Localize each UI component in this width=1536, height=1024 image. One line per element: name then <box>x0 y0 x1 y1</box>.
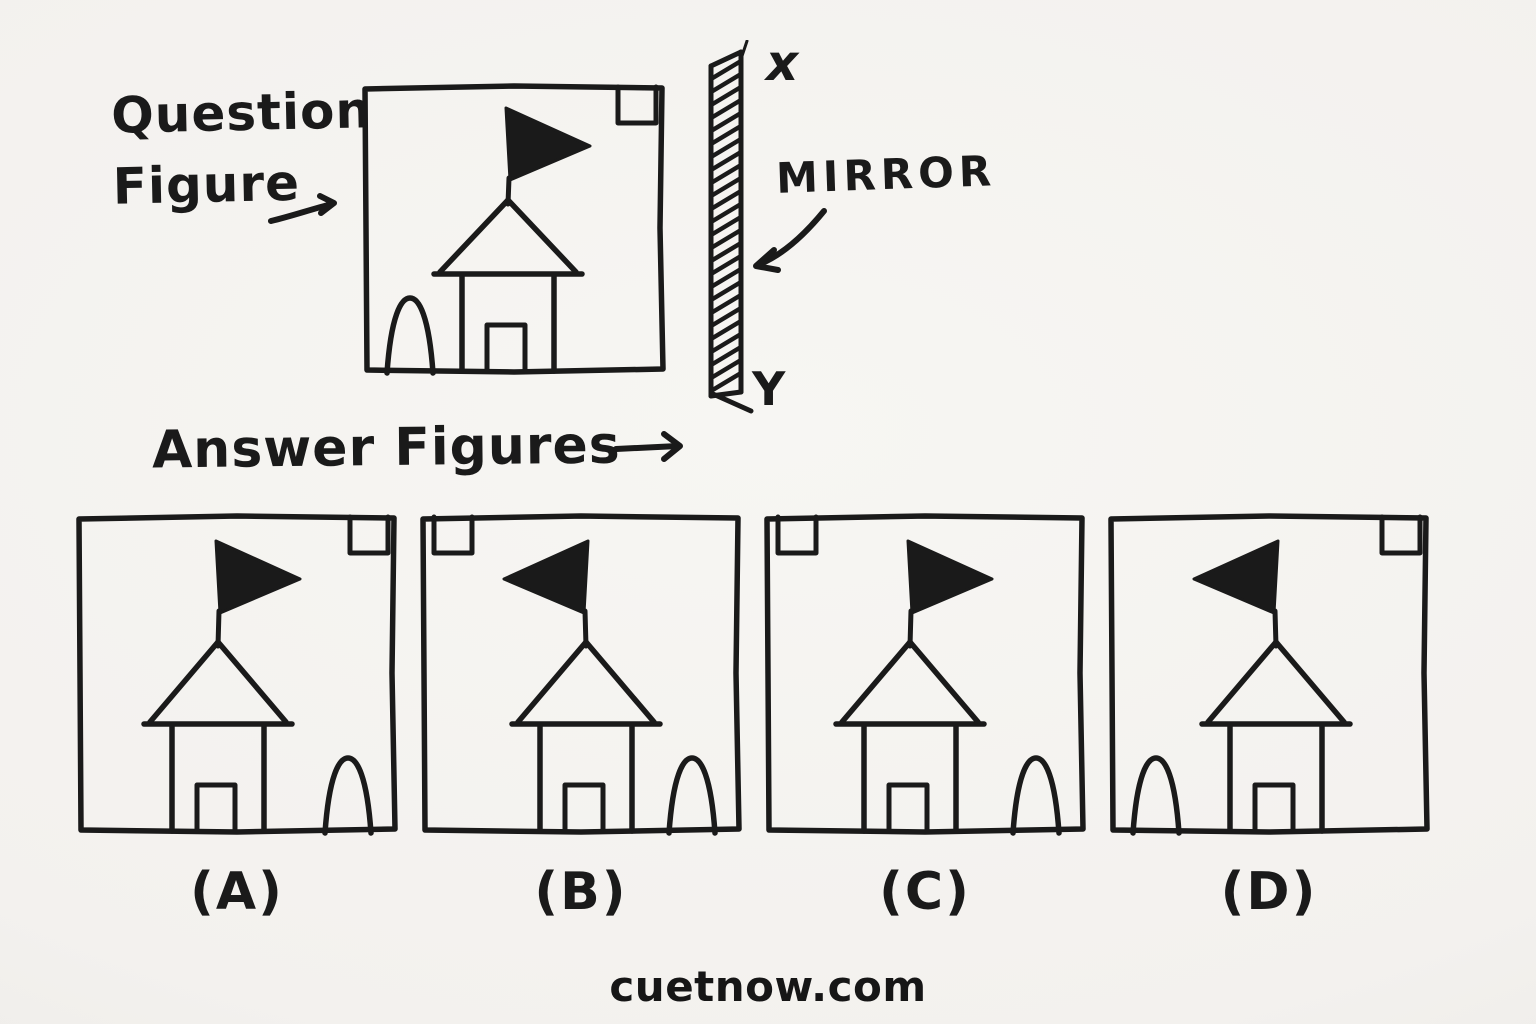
answer-figures-arrow-icon <box>613 431 683 462</box>
mirror-end-label-y: Y <box>752 362 787 416</box>
answer-option-A[interactable]: (A) <box>72 508 402 922</box>
answer-option-label: (C) <box>879 862 971 922</box>
answer-option-D[interactable]: (D) <box>1104 508 1434 922</box>
watermark-text: cuetnow.com <box>609 962 927 1011</box>
answer-option-label: (A) <box>190 862 284 922</box>
question-pointer-arrow-icon <box>268 193 337 224</box>
mirror-end-label-x: x <box>766 34 800 92</box>
answer-option-B[interactable]: (B) <box>416 508 746 922</box>
answer-option-label: (D) <box>1220 862 1318 922</box>
answer-option-label: (B) <box>534 862 628 922</box>
mirror-bar <box>708 40 754 414</box>
answer-figure-A[interactable] <box>72 508 402 838</box>
question-label-line1: Question <box>110 81 373 145</box>
answer-options-row: (A) (B) (C) (D) <box>72 508 1434 922</box>
answer-figure-B[interactable] <box>416 508 746 838</box>
answer-figures-label: Answer Figures <box>151 415 622 481</box>
answer-figure-D[interactable] <box>1104 508 1434 838</box>
answer-option-C[interactable]: (C) <box>760 508 1090 922</box>
mirror-label: MIRROR <box>775 146 997 203</box>
question-figure <box>362 83 666 376</box>
answer-figure-C[interactable] <box>760 508 1090 838</box>
mirror-pointer-arrow-icon <box>753 208 827 273</box>
